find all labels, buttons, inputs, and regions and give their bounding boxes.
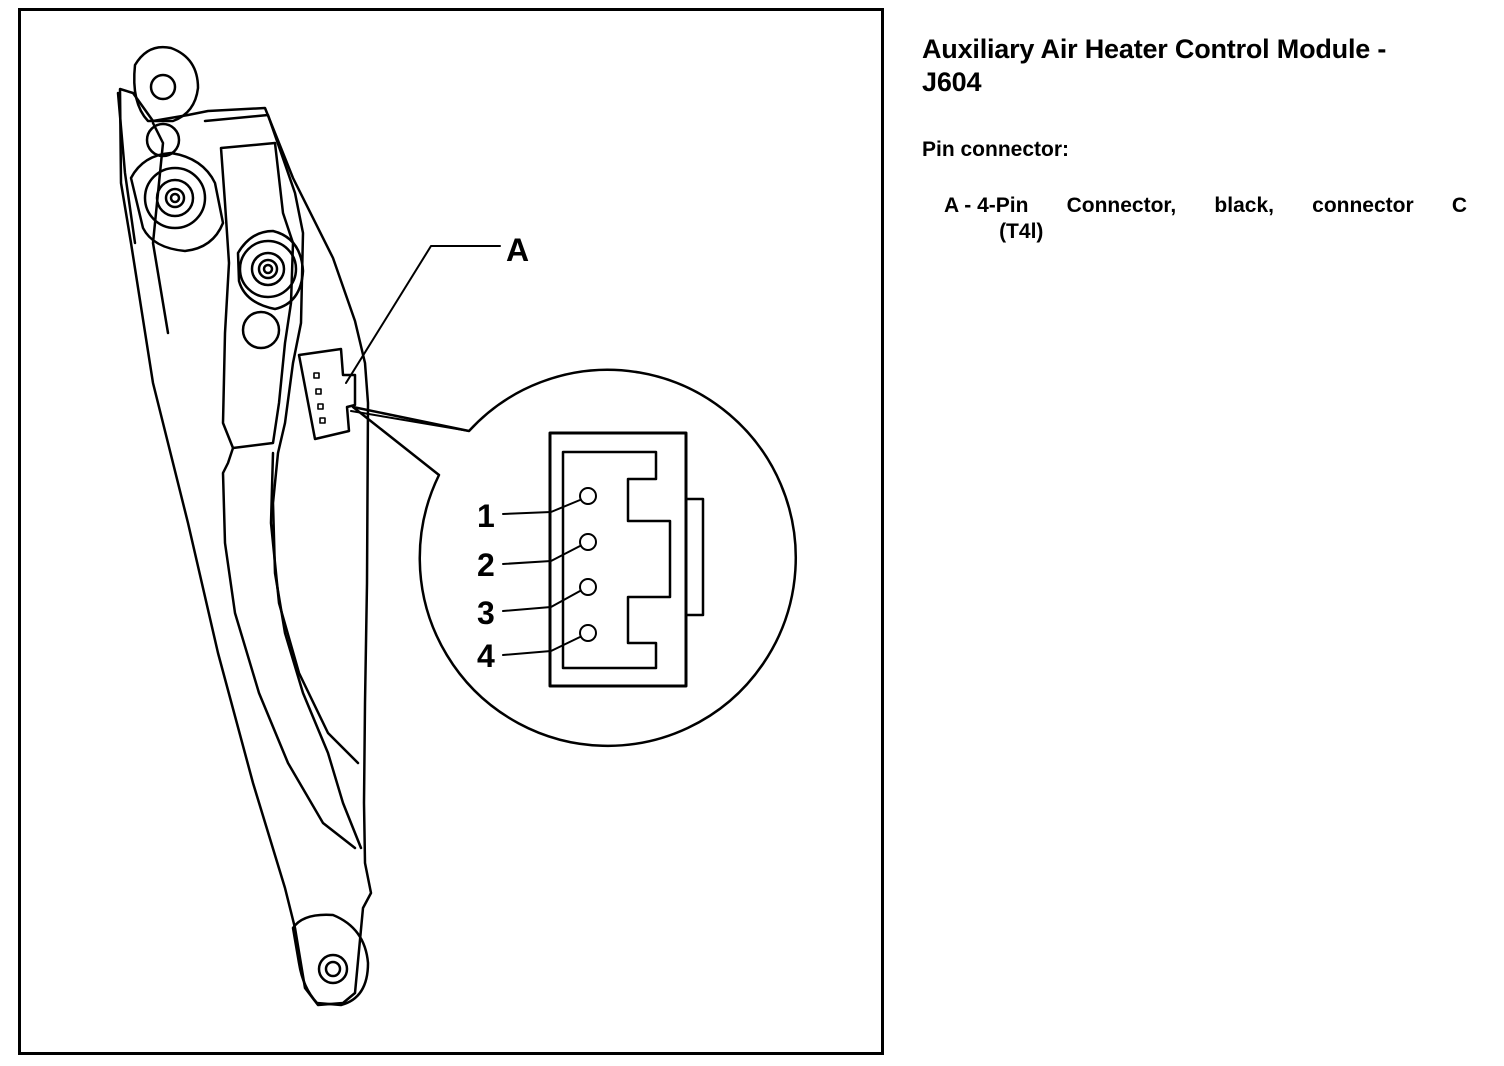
legend-item-key: A - <box>944 194 978 217</box>
connector-a-small <box>297 347 357 441</box>
figure-panel: A 1 2 3 4 <box>18 8 884 1055</box>
pivot-bushing-upper <box>129 122 225 253</box>
callout-a: A <box>345 232 529 384</box>
page-title-line-2: J604 <box>922 67 982 97</box>
top-mount-eye <box>133 45 200 123</box>
pin-label-2: 2 <box>477 547 495 583</box>
pin-label-3: 3 <box>477 595 495 631</box>
pin-4-contact <box>579 624 597 642</box>
page-title: Auxiliary Air Heater Control Module - J6… <box>922 33 1467 99</box>
section-label: Pin connector: <box>922 138 1070 161</box>
legend-item-line-1: 4-Pin Connector, black, connector C <box>977 194 1467 217</box>
legend-item-line-2: (T4l) <box>999 220 1044 243</box>
pin-3-contact <box>579 578 597 596</box>
page-title-line-1: Auxiliary Air Heater Control Module - <box>922 34 1387 64</box>
pin-label-4: 4 <box>477 638 495 674</box>
pin-2-contact <box>579 533 597 551</box>
bottom-mount-eye <box>291 913 370 1007</box>
magnifier-bubble <box>350 368 797 748</box>
callout-a-label: A <box>506 232 529 268</box>
legend-item-a: A - 4-Pin Connector, black, connector C … <box>944 193 1467 245</box>
legend-item-description: 4-Pin Connector, black, connector C (T4l… <box>977 193 1467 245</box>
connector-a-enlarged: 1 2 3 4 <box>477 431 705 688</box>
pin-1-contact <box>579 487 597 505</box>
pivot-bushing-lower <box>236 229 305 350</box>
module-housing <box>116 87 373 1007</box>
pin-label-1: 1 <box>477 498 495 534</box>
module-diagram: A 1 2 3 4 <box>116 45 797 1007</box>
legend-panel: Auxiliary Air Heater Control Module - J6… <box>922 33 1467 245</box>
